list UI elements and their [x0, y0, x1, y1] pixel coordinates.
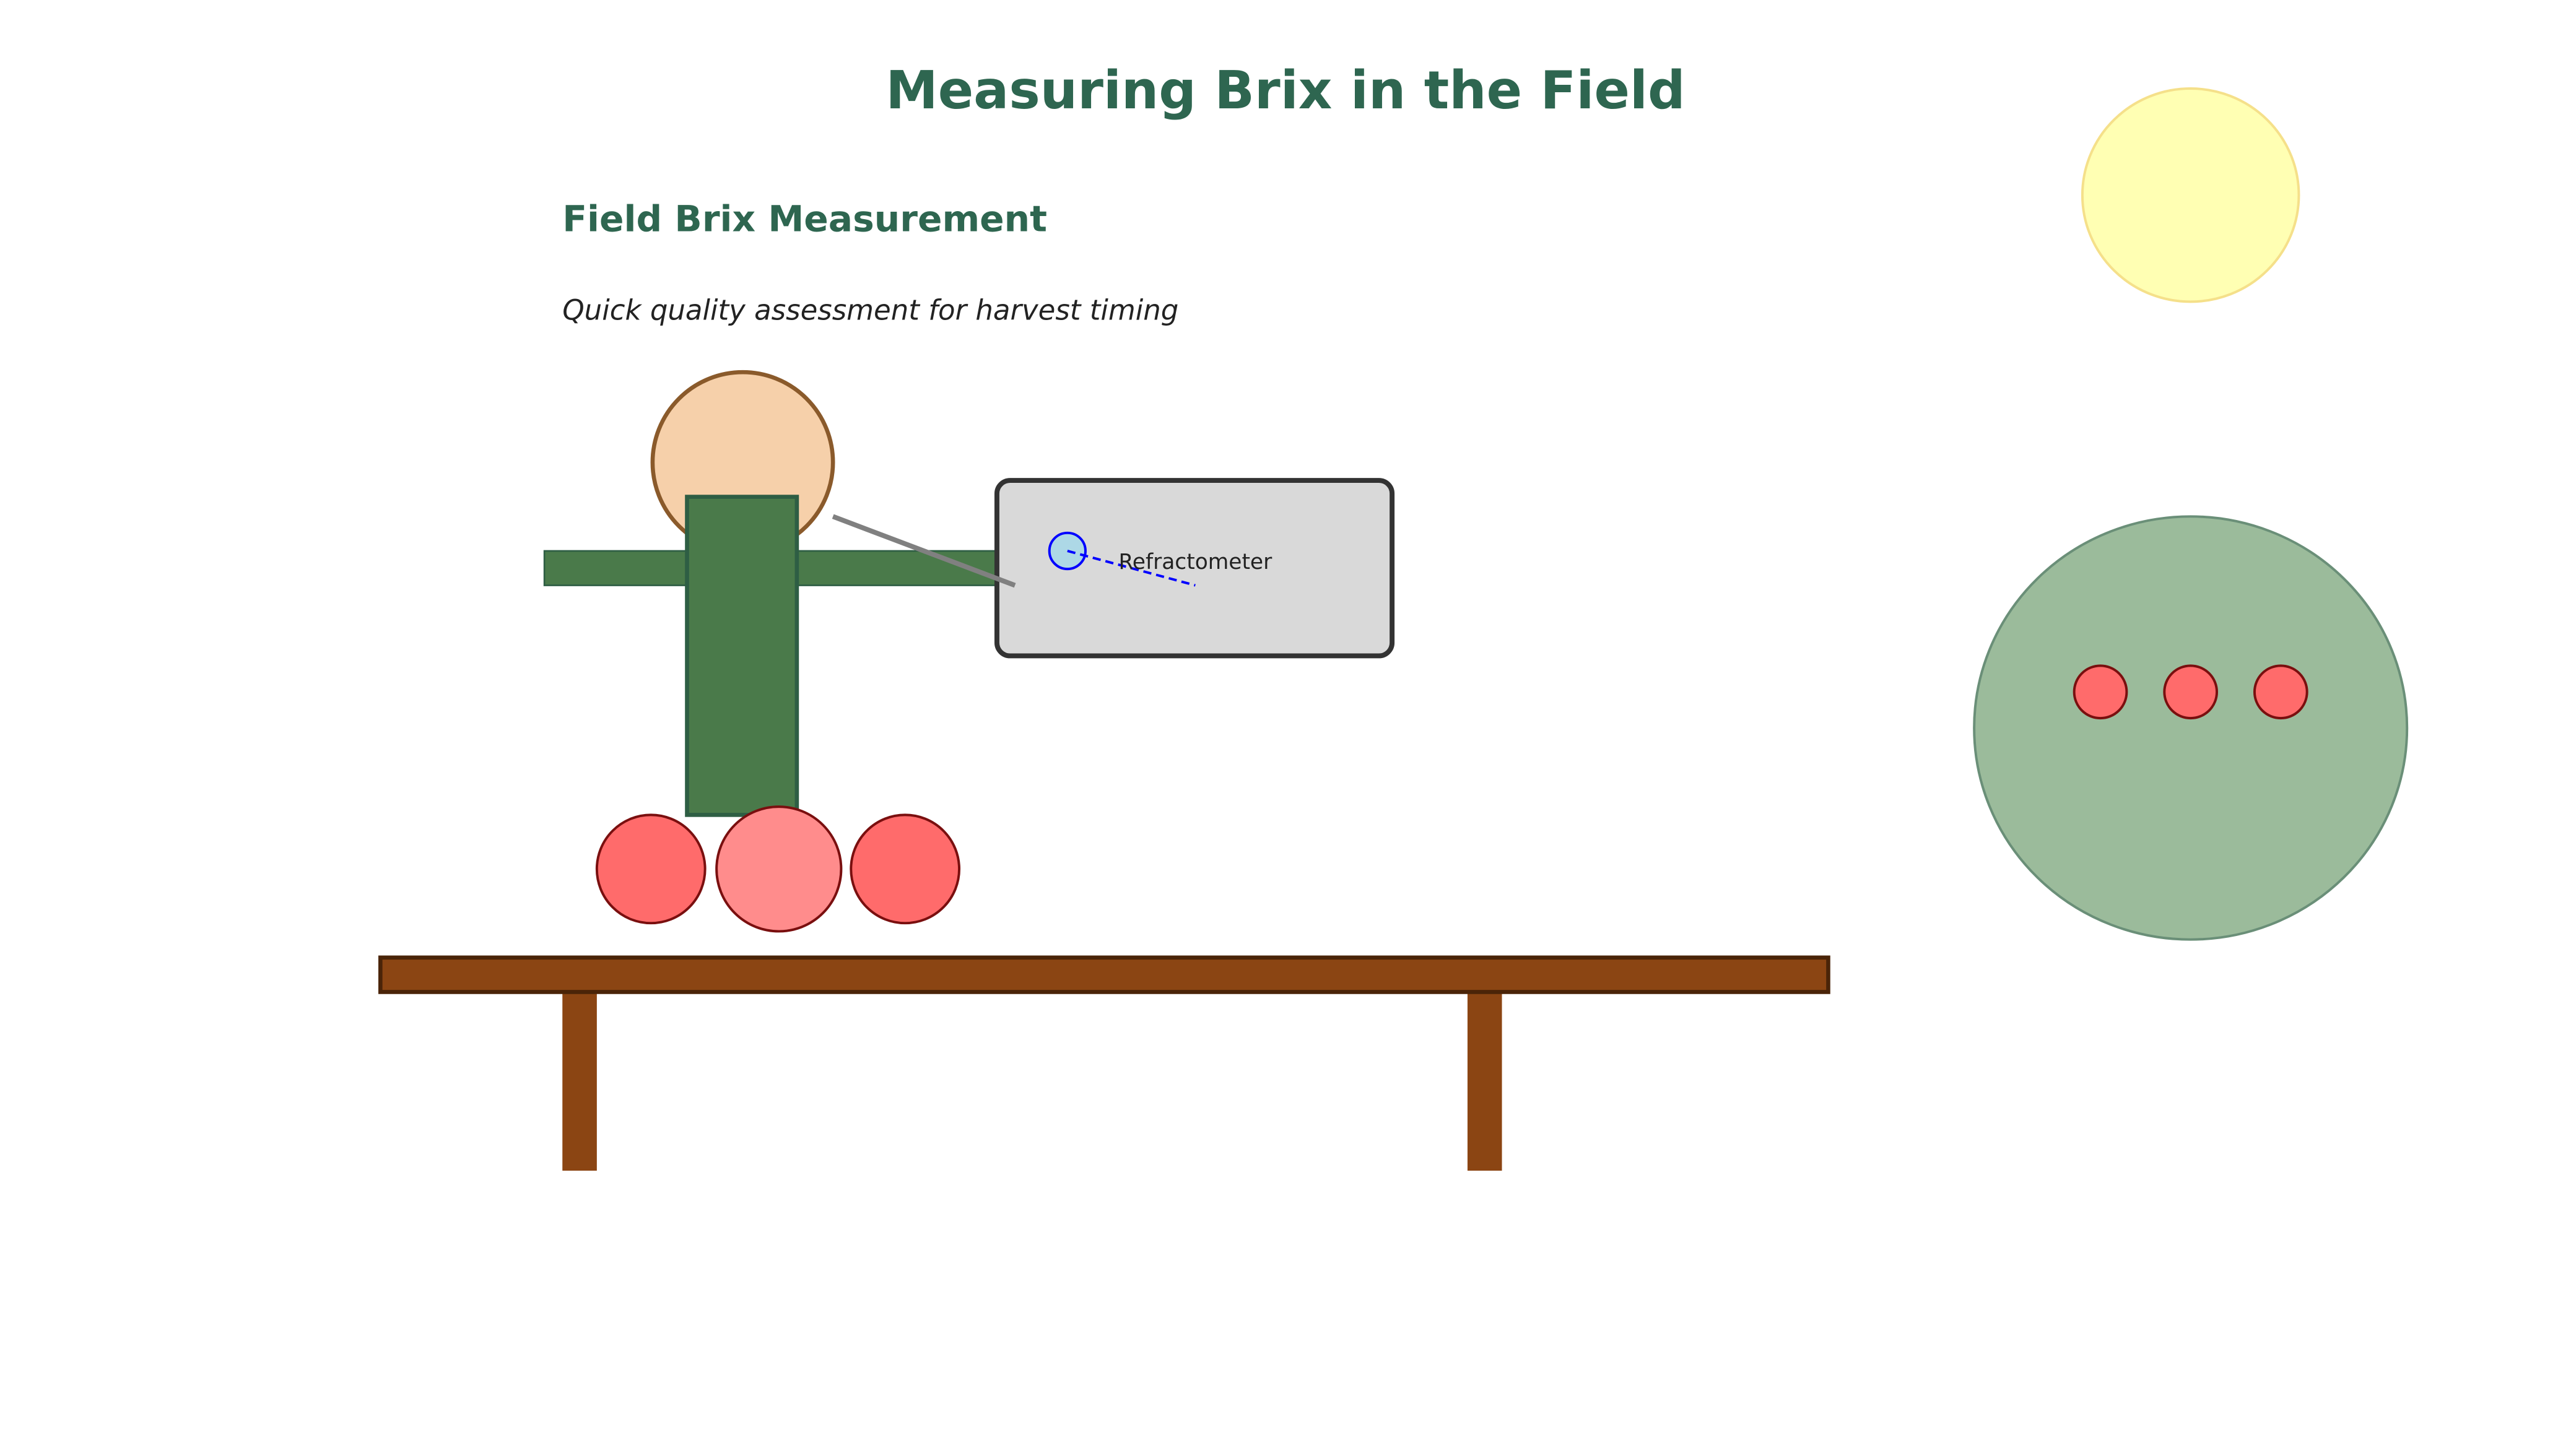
table-leg: [562, 992, 597, 1171]
refractometer-body: [994, 478, 1395, 659]
tree-fruit: [2253, 664, 2308, 720]
panel-heading: Field Brix Measurement: [562, 197, 1047, 240]
light-path-line: [1067, 550, 1196, 587]
refractometer: Refractometer: [994, 478, 1395, 659]
pointer-line: [832, 514, 1016, 588]
tree-fruit: [2073, 664, 2128, 720]
table-leg: [1467, 992, 1502, 1171]
sun-icon: [2081, 87, 2300, 303]
fruit: [850, 813, 961, 925]
fruit: [595, 813, 707, 925]
fruit-tree: [1973, 515, 2409, 941]
page-title: Measuring Brix in the Field: [885, 59, 1685, 121]
harvested-fruit: [595, 805, 961, 933]
refractometer-label: Refractometer: [1118, 550, 1272, 574]
table-top: [378, 955, 1830, 994]
field-worker: [543, 370, 1018, 817]
panel-caption: Quick quality assessment for harvest tim…: [562, 293, 1178, 326]
fruit-sample: [715, 805, 843, 933]
tree-canopy: [1973, 515, 2409, 941]
worker-body: [685, 495, 799, 817]
tree-fruit: [2163, 664, 2219, 720]
table: [378, 955, 1830, 1171]
